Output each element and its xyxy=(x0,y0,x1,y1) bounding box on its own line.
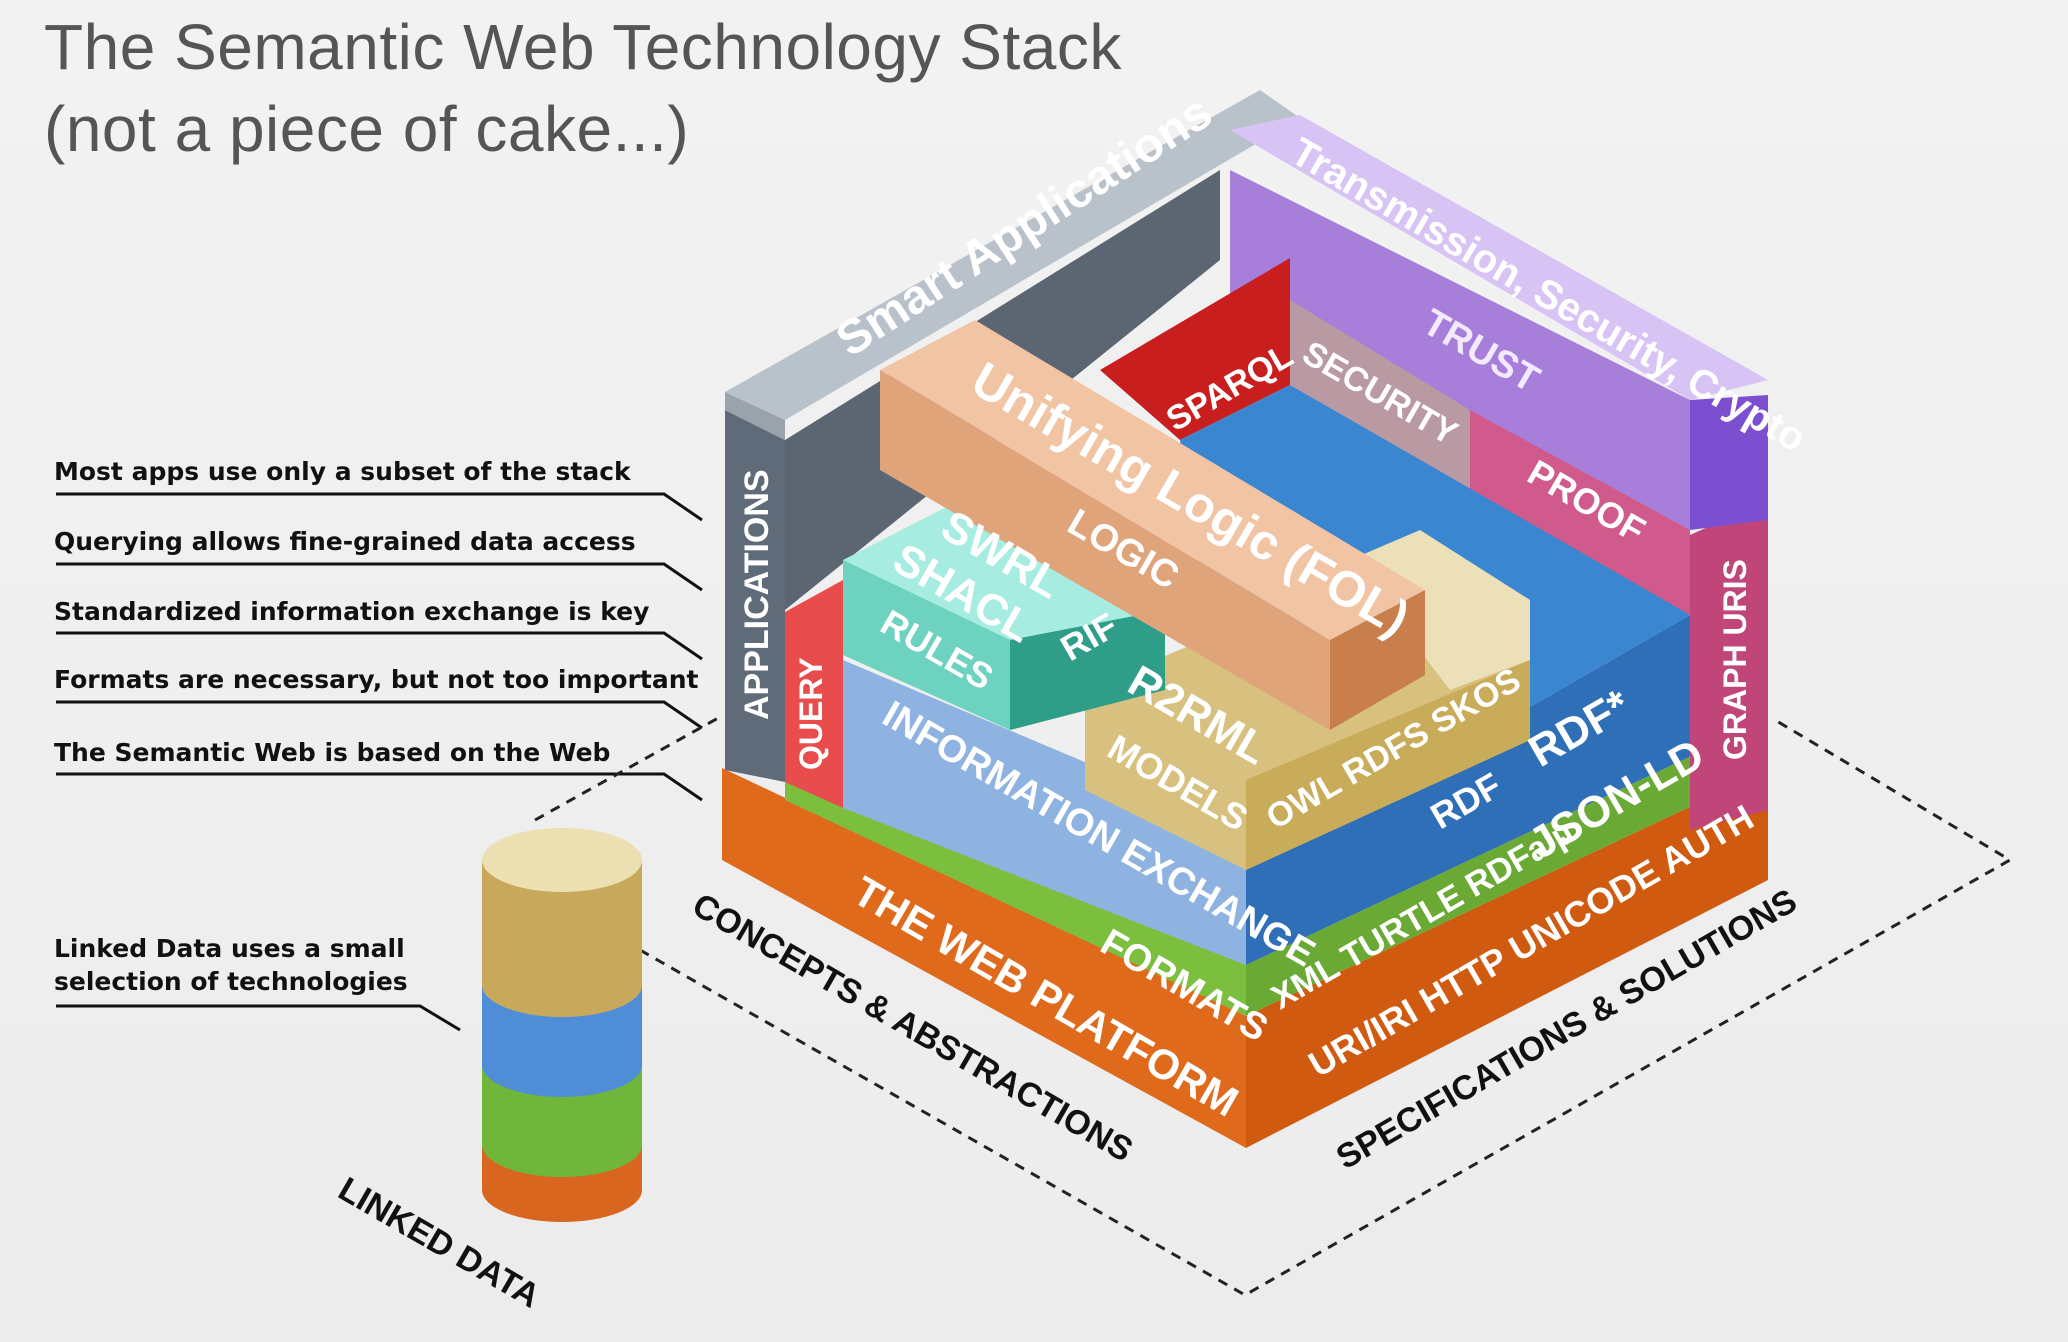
web-platform-side xyxy=(1246,770,1768,1148)
transmission-side xyxy=(1690,395,1768,530)
graph-uris-label: GRAPH URIS xyxy=(1717,559,1753,760)
transmission-top xyxy=(1230,115,1768,400)
logic-beam xyxy=(880,370,1330,730)
applications-label: APPLICATIONS xyxy=(738,469,776,720)
web-platform-front xyxy=(722,768,1246,1148)
trust-block xyxy=(1230,170,1690,530)
smart-applications-top xyxy=(725,90,1300,420)
formats-side xyxy=(1246,720,1768,1016)
information-exchange-front xyxy=(843,660,1246,965)
note-exchange: Standardized information exchange is key xyxy=(54,597,650,626)
sparql-block xyxy=(1100,258,1290,440)
query-front xyxy=(785,580,843,808)
page-title: The Semantic Web Technology Stack xyxy=(44,11,1122,83)
owl-rdfs-skos-block xyxy=(1246,660,1530,870)
rdf-side xyxy=(1246,615,1768,965)
applications-front xyxy=(725,410,785,782)
graph-uris-side xyxy=(1690,500,1768,830)
rif-block xyxy=(1010,610,1165,730)
page-subtitle: (not a piece of cake...) xyxy=(44,93,690,165)
note-web: The Semantic Web is based on the Web xyxy=(54,738,611,767)
note-querying: Querying allows fine-grained data access xyxy=(54,527,636,556)
proof-block xyxy=(1470,410,1690,615)
models-block xyxy=(1085,620,1530,870)
query-label: QUERY xyxy=(793,657,829,770)
note-linked-data: Linked Data uses a small selection of te… xyxy=(54,934,408,996)
note-subset: Most apps use only a subset of the stack xyxy=(54,457,631,486)
base-dashed-outline xyxy=(534,715,2013,1297)
rules-block xyxy=(843,560,1010,730)
formats-front xyxy=(785,780,1246,1016)
security-block xyxy=(1290,300,1470,490)
note-leader-lines xyxy=(56,492,703,1032)
logic-beam-top xyxy=(880,320,1425,640)
linked-data-cylinder xyxy=(482,828,642,1222)
note-formats: Formats are necessary, but not too impor… xyxy=(54,665,699,694)
